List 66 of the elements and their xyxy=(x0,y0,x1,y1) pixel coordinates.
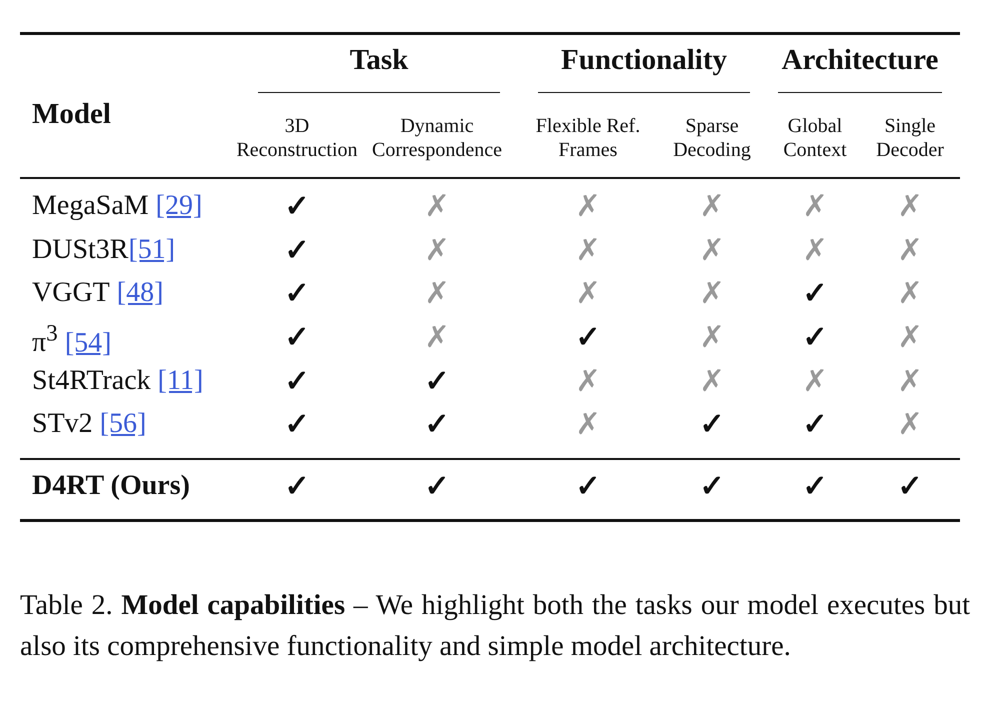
cross-mark: ✗ xyxy=(896,233,924,268)
check-mark: ✓ xyxy=(424,407,450,442)
cross-mark: ✗ xyxy=(574,233,602,268)
citation-link: [48] xyxy=(116,277,164,308)
check-mark: ✓ xyxy=(574,320,602,355)
cross-mark: ✗ xyxy=(896,189,924,224)
check-mark: ✓ xyxy=(284,364,310,399)
cross-mark: ✗ xyxy=(574,276,602,311)
column-header: Sparse Decoding xyxy=(672,114,752,162)
check-mark: ✓ xyxy=(896,469,924,504)
check-mark: ✓ xyxy=(802,469,828,504)
model-name: D4RT (Ours) xyxy=(32,470,190,501)
cross-mark: ✗ xyxy=(698,233,726,268)
check-mark: ✓ xyxy=(284,320,310,355)
cross-mark: ✗ xyxy=(802,364,828,399)
model-name: π$^{3}$ xyxy=(32,327,59,358)
column-header: 3D Reconstruction xyxy=(235,114,359,162)
cross-mark: ✗ xyxy=(896,364,924,399)
cross-mark: ✗ xyxy=(574,364,602,399)
table-caption: Table 2. Model capabilities – We highlight both the tasks our model executes but also its comprehensive functionality and simple model architecture. xyxy=(20,589,970,664)
check-mark: ✓ xyxy=(424,469,450,504)
citation-link: [54] xyxy=(64,327,112,358)
group-header: Architecture xyxy=(780,44,940,77)
group-header: Task xyxy=(348,44,410,77)
check-mark: ✓ xyxy=(802,407,828,442)
cross-mark: ✗ xyxy=(698,189,726,224)
model-name: STv2 xyxy=(32,408,94,439)
cross-mark: ✗ xyxy=(574,189,602,224)
model-name: MegaSaM xyxy=(32,190,150,221)
cross-mark: ✗ xyxy=(896,407,924,442)
column-header: Flexible Ref. Frames xyxy=(534,114,642,162)
cross-mark: ✗ xyxy=(802,233,828,268)
column-header: Model xyxy=(32,98,111,131)
cross-mark: ✗ xyxy=(424,276,450,311)
check-mark: ✓ xyxy=(284,469,310,504)
column-header: Single Decoder xyxy=(875,114,945,162)
cross-mark: ✗ xyxy=(802,189,828,224)
group-header: Functionality xyxy=(560,44,728,77)
check-mark: ✓ xyxy=(802,320,828,355)
cross-mark: ✗ xyxy=(698,276,726,311)
check-mark: ✓ xyxy=(284,233,310,268)
check-mark: ✓ xyxy=(698,469,726,504)
cross-mark: ✗ xyxy=(896,320,924,355)
model-name: St4RTrack xyxy=(32,365,152,396)
cross-mark: ✗ xyxy=(698,364,726,399)
check-mark: ✓ xyxy=(284,407,310,442)
citation-link: [29] xyxy=(156,190,202,221)
citation-link: [11] xyxy=(158,365,204,396)
citation-link: [56] xyxy=(100,408,146,439)
cross-mark: ✗ xyxy=(424,320,450,355)
model-name: VGGT xyxy=(32,277,111,308)
check-mark: ✓ xyxy=(424,364,450,399)
cross-mark: ✗ xyxy=(574,407,602,442)
model-name: DUSt3R xyxy=(32,234,128,265)
cross-mark: ✗ xyxy=(896,276,924,311)
check-mark: ✓ xyxy=(698,407,726,442)
check-mark: ✓ xyxy=(284,276,310,311)
citation-link: [51] xyxy=(128,234,176,265)
cross-mark: ✗ xyxy=(698,320,726,355)
column-header: Dynamic Correspondence xyxy=(371,114,503,162)
check-mark: ✓ xyxy=(802,276,828,311)
cross-mark: ✗ xyxy=(424,189,450,224)
check-mark: ✓ xyxy=(574,469,602,504)
column-header: Global Context xyxy=(782,114,848,162)
cross-mark: ✗ xyxy=(424,233,450,268)
check-mark: ✓ xyxy=(284,189,310,224)
